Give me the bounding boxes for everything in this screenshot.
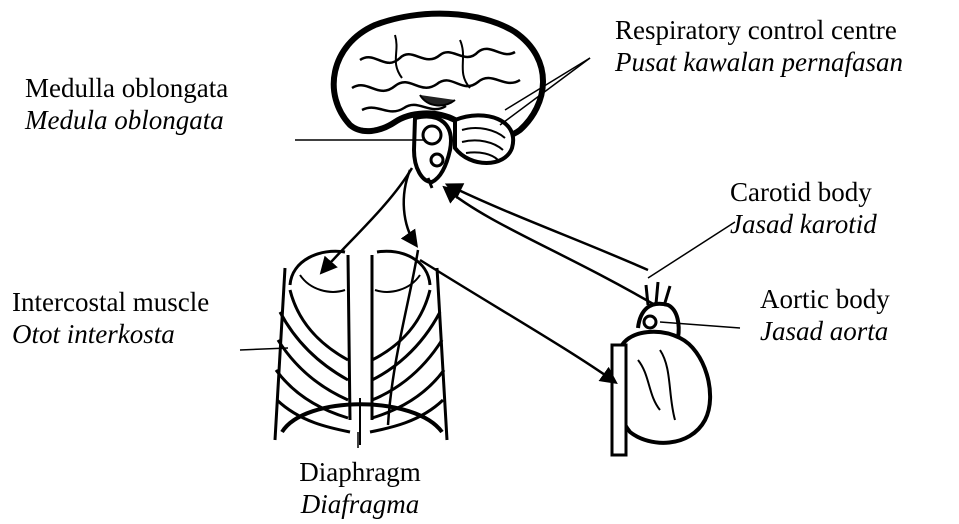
label-carotid-malay: Jasad karotid bbox=[730, 208, 877, 240]
label-intercostal-malay: Otot interkosta bbox=[12, 318, 209, 350]
label-respiratory-control-english: Respiratory control centre bbox=[615, 14, 903, 46]
nerve-to-intercostal bbox=[322, 168, 412, 272]
heart-illustration bbox=[612, 282, 710, 455]
ribcage-illustration bbox=[275, 251, 447, 445]
label-diaphragm-malay: Diafragma bbox=[290, 488, 430, 520]
leader-aortic bbox=[660, 322, 740, 328]
label-aortic-malay: Jasad aorta bbox=[760, 315, 890, 347]
label-respiratory-control-malay: Pusat kawalan pernafasan bbox=[615, 46, 903, 78]
label-carotid-english: Carotid body bbox=[730, 176, 877, 208]
label-carotid: Carotid body Jasad karotid bbox=[730, 176, 877, 240]
label-medulla-english: Medulla oblongata bbox=[25, 72, 228, 104]
nerve-to-heart bbox=[420, 260, 615, 382]
label-aortic-english: Aortic body bbox=[760, 283, 890, 315]
label-aortic: Aortic body Jasad aorta bbox=[760, 283, 890, 347]
label-respiratory-control: Respiratory control centre Pusat kawalan… bbox=[615, 14, 903, 78]
sensory-from-aortic bbox=[445, 188, 655, 305]
brain-illustration bbox=[334, 14, 543, 188]
label-medulla: Medulla oblongata Medula oblongata bbox=[25, 72, 228, 136]
label-intercostal: Intercostal muscle Otot interkosta bbox=[12, 286, 209, 350]
label-medulla-malay: Medula oblongata bbox=[25, 104, 228, 136]
label-diaphragm-english: Diaphragm bbox=[290, 456, 430, 488]
label-diaphragm: Diaphragm Diafragma bbox=[290, 456, 430, 520]
leader-carotid bbox=[648, 222, 735, 278]
sensory-from-carotid bbox=[448, 185, 648, 270]
label-intercostal-english: Intercostal muscle bbox=[12, 286, 209, 318]
nerve-to-diaphragm-branch bbox=[404, 170, 416, 245]
